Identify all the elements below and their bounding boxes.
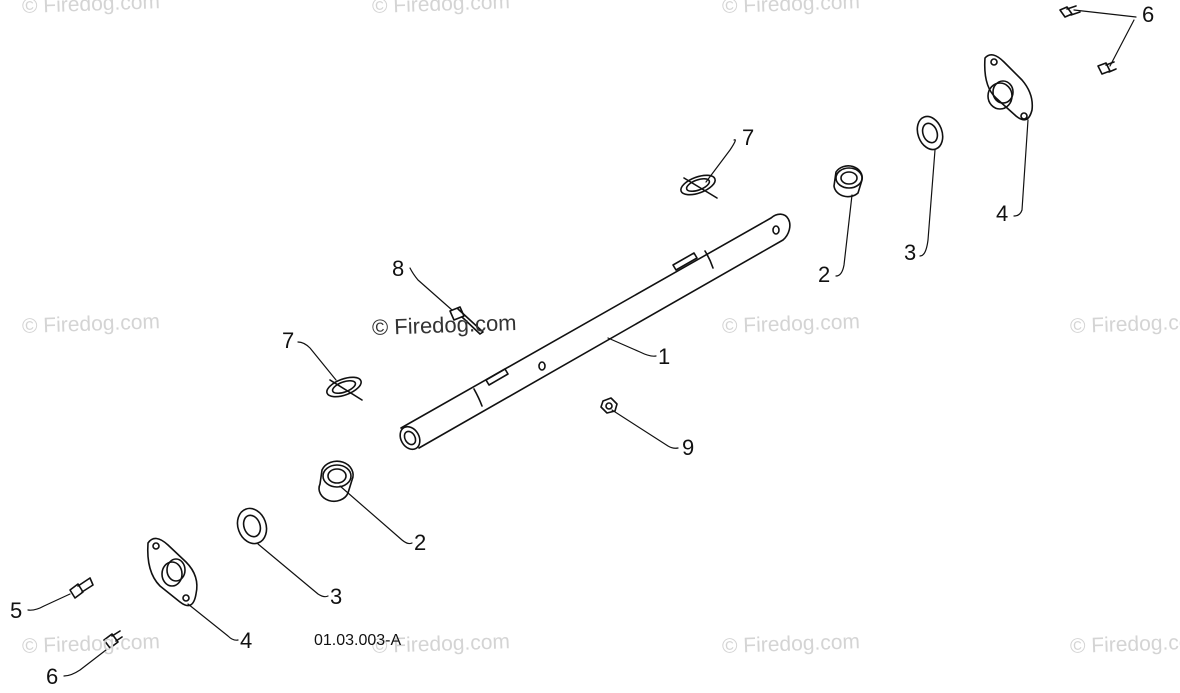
watermark: © Firedog.com (371, 309, 517, 340)
callout-label[interactable]: 3 (330, 584, 343, 609)
callout-label[interactable]: 1 (658, 344, 671, 369)
callout-label[interactable]: 6 (46, 664, 59, 689)
bushing-part (318, 165, 864, 503)
watermark: © Firedog.com (721, 630, 861, 658)
nut-part (600, 397, 618, 414)
watermark: © Firedog.com (721, 310, 861, 338)
callout-label[interactable]: 8 (392, 256, 405, 281)
callout-label[interactable]: 2 (818, 262, 831, 287)
callout-label[interactable]: 3 (904, 240, 917, 265)
callout-label[interactable]: 7 (742, 125, 755, 150)
watermark: © Firedog.com (1069, 630, 1180, 658)
drawing-code: 01.03.003-A (314, 632, 402, 649)
callout-label[interactable]: 9 (682, 435, 695, 460)
watermark: © Firedog.com (1069, 310, 1180, 338)
callout-label[interactable]: 5 (10, 598, 23, 623)
linch-pin-part (326, 174, 718, 401)
callout-label[interactable]: 6 (1142, 2, 1155, 27)
washer-part (236, 115, 944, 545)
callout-label[interactable]: 4 (240, 628, 253, 653)
callout-label[interactable]: 7 (282, 328, 295, 353)
callout-label[interactable]: 2 (414, 530, 427, 555)
watermark: © Firedog.com (21, 310, 161, 338)
callout-label[interactable]: 4 (996, 201, 1009, 226)
shaft-part (399, 213, 791, 451)
flange-part (146, 54, 1034, 607)
pin-part (449, 306, 484, 335)
watermark: © Firedog.com (21, 630, 161, 658)
bolt-part (69, 577, 94, 599)
bolt-part (103, 5, 1117, 649)
